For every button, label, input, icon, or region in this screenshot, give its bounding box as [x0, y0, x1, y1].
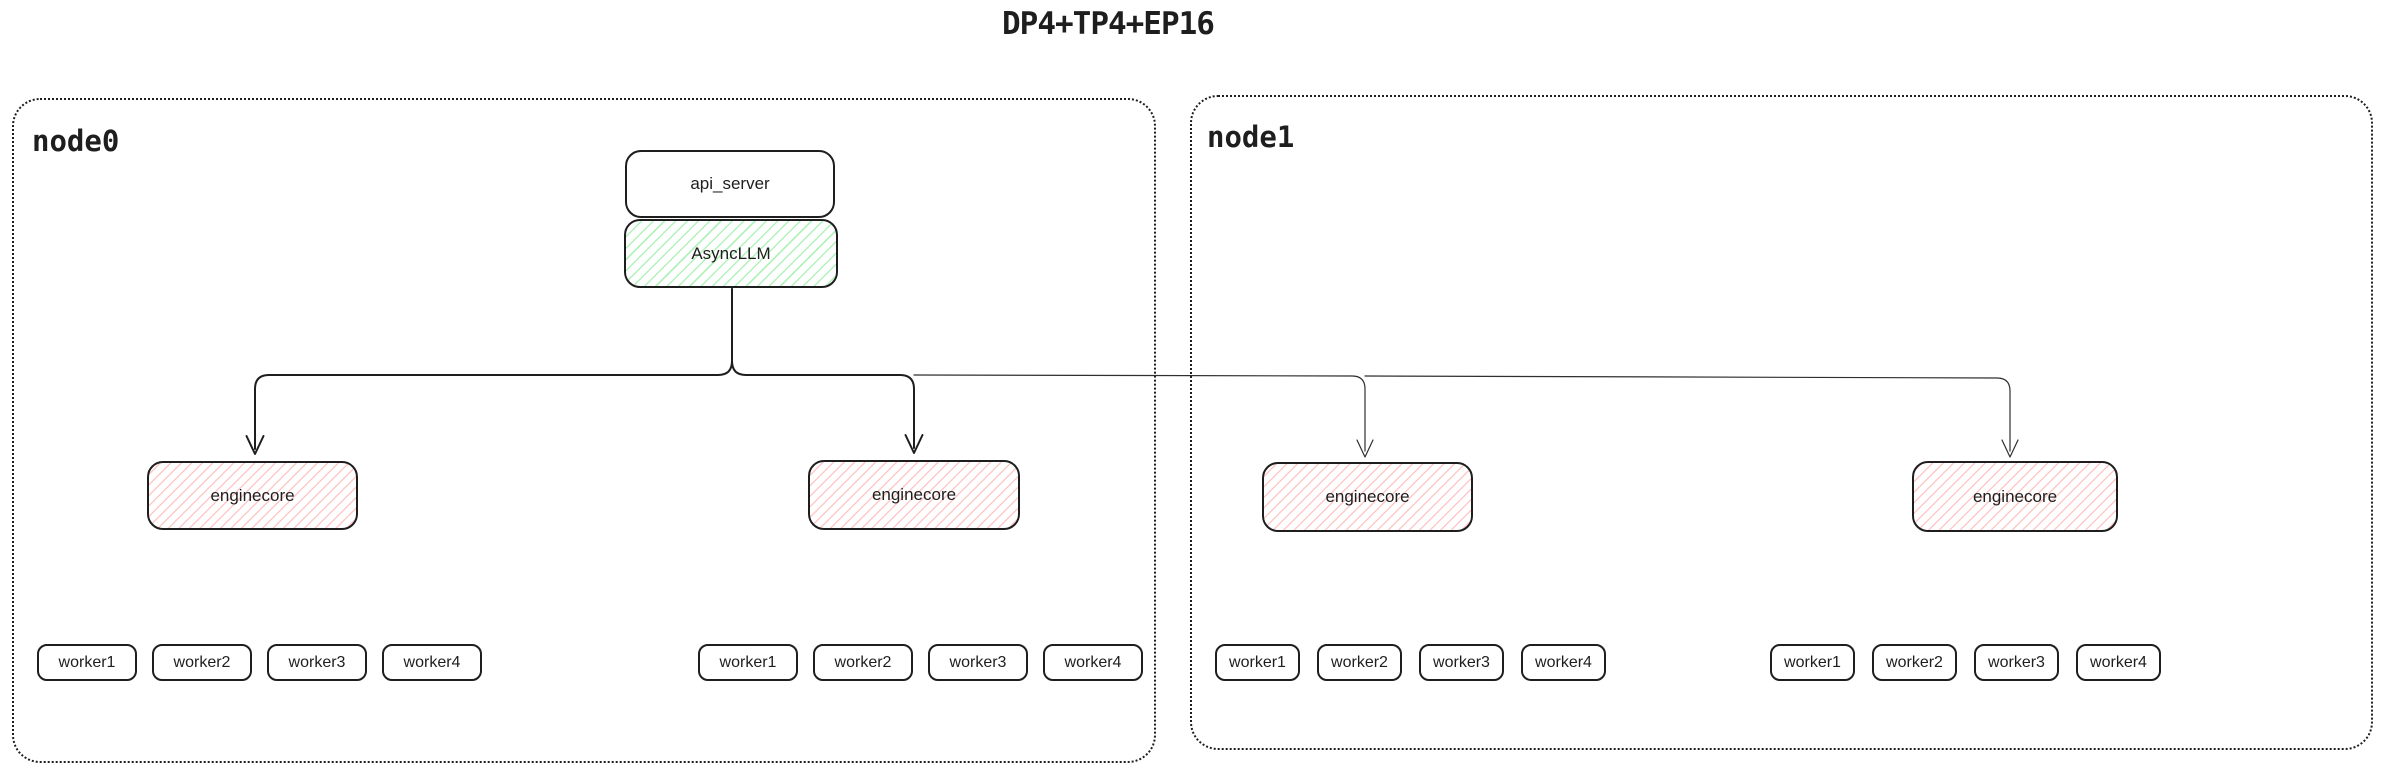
- asyncllm-box: AsyncLLM: [624, 219, 838, 288]
- worker-box: worker2: [813, 644, 913, 681]
- enginecore-box-3: enginecore: [1262, 462, 1473, 532]
- worker-box: worker2: [152, 644, 252, 681]
- page-title: DP4+TP4+EP16: [1002, 6, 1215, 42]
- worker-box: worker1: [1770, 644, 1855, 681]
- worker-box: worker2: [1317, 644, 1402, 681]
- worker-box: worker4: [382, 644, 482, 681]
- enginecore-box-4: enginecore: [1912, 461, 2118, 532]
- worker-box: worker3: [267, 644, 367, 681]
- enginecore-box-2: enginecore: [808, 460, 1020, 530]
- worker-box: worker1: [1215, 644, 1300, 681]
- worker-box: worker4: [2076, 644, 2161, 681]
- node1-label: node1: [1207, 120, 1295, 154]
- worker-box: worker3: [1974, 644, 2059, 681]
- worker-box: worker1: [698, 644, 798, 681]
- worker-box: worker3: [1419, 644, 1504, 681]
- worker-box: worker3: [928, 644, 1028, 681]
- worker-box: worker4: [1043, 644, 1143, 681]
- worker-box: worker4: [1521, 644, 1606, 681]
- api-server-box: api_server: [625, 150, 835, 218]
- node0-label: node0: [32, 124, 120, 158]
- worker-box: worker2: [1872, 644, 1957, 681]
- enginecore-box-1: enginecore: [147, 461, 358, 530]
- worker-box: worker1: [37, 644, 137, 681]
